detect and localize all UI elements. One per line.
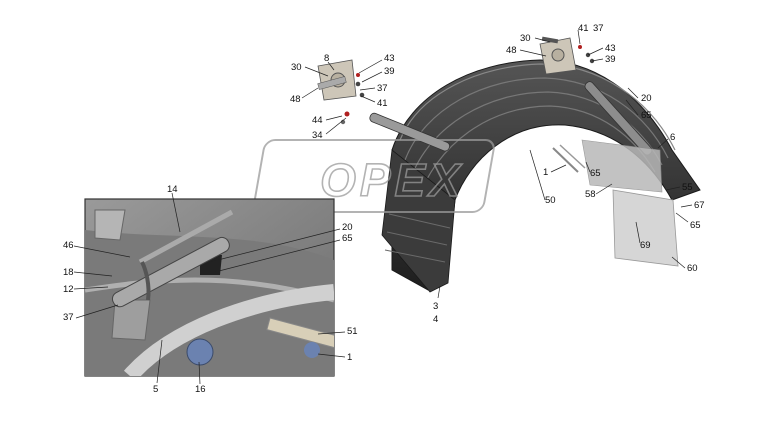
callout-34: 34 [312, 130, 323, 141]
callout-37: 37 [377, 83, 388, 94]
bracket-assembly-left [317, 59, 365, 125]
watermark-text: OPEX [320, 154, 464, 206]
fender-assembly [369, 59, 701, 293]
callout-58: 58 [585, 189, 596, 200]
callout-51: 51 [347, 326, 358, 337]
callout-43: 43 [605, 43, 616, 54]
callout-1: 1 [347, 352, 352, 363]
callout-65: 65 [590, 168, 601, 179]
callout-1: 1 [543, 167, 548, 178]
callout-65: 65 [342, 233, 353, 244]
side-plate-58 [581, 139, 663, 193]
callout-6: 6 [670, 132, 675, 143]
callout-3: 3 [433, 301, 438, 312]
callout-18: 18 [63, 267, 74, 278]
callout-48: 48 [290, 94, 301, 105]
callout-46: 46 [63, 240, 74, 251]
callout-67: 67 [694, 200, 705, 211]
callout-39: 39 [605, 54, 616, 65]
callout-20: 20 [342, 222, 353, 233]
callout-50: 50 [545, 195, 556, 206]
callout-5: 5 [153, 384, 158, 395]
detail-inset [84, 198, 335, 377]
callout-37: 37 [63, 312, 74, 323]
leader-lines [73, 29, 693, 385]
callout-65: 65 [690, 220, 701, 231]
callout-16: 16 [195, 384, 206, 395]
callout-30: 30 [291, 62, 302, 73]
callout-60: 60 [687, 263, 698, 274]
callout-55: 55 [682, 182, 693, 193]
callout-8: 8 [324, 53, 329, 64]
callout-37: 37 [593, 23, 604, 34]
callout-20: 20 [641, 93, 652, 104]
callout-labels: 30 8 43 39 37 48 41 44 34 30 41 37 48 43… [63, 23, 705, 395]
mount-tube-front [369, 112, 451, 152]
callout-14: 14 [167, 184, 178, 195]
callout-41: 41 [377, 98, 388, 109]
callout-43: 43 [384, 53, 395, 64]
callout-65: 65 [641, 110, 652, 121]
callout-69: 69 [640, 240, 651, 251]
callout-30: 30 [520, 33, 531, 44]
callout-41: 41 [578, 23, 589, 34]
mudflap-60 [612, 189, 679, 267]
callout-4: 4 [433, 314, 438, 325]
callout-12: 12 [63, 284, 74, 295]
callout-48: 48 [506, 45, 517, 56]
callout-39: 39 [384, 66, 395, 77]
bracket-assembly-right [539, 36, 595, 75]
callout-44: 44 [312, 115, 323, 126]
watermark-logo: OPEX [253, 139, 495, 213]
